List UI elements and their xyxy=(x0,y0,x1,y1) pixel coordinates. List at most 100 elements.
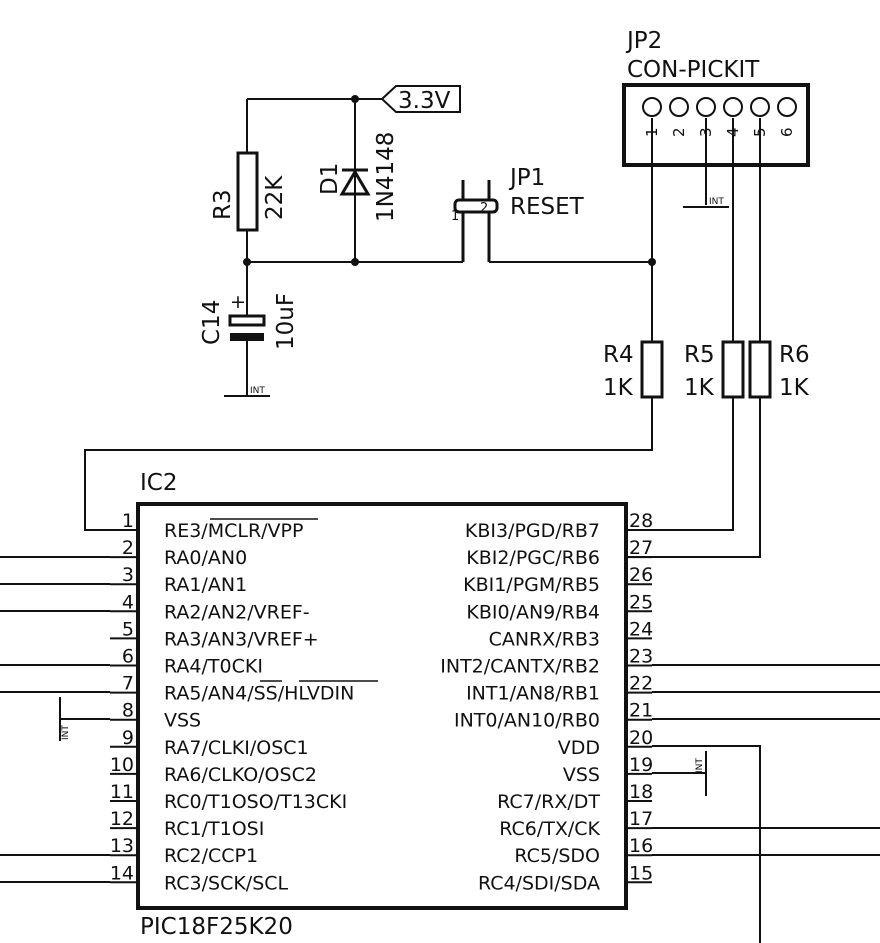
jp2-pin-1 xyxy=(642,97,662,117)
r6-ref: R6 xyxy=(779,342,810,368)
ic2-pin-name: RC6/TX/CK xyxy=(499,818,600,840)
ic2-pin-number: 2 xyxy=(122,537,134,559)
power-label: 3.3V xyxy=(398,88,451,114)
ic2-pin-name: RA0/AN0 xyxy=(164,547,247,569)
ic2-pin-name: RE3/MCLR/VPP xyxy=(164,520,303,542)
ic2-pin-number: 12 xyxy=(110,808,134,830)
ic2-pin-name: RA4/T0CKI xyxy=(164,656,263,678)
diode-d1: D1 1N4148 xyxy=(317,99,399,262)
junction-dot xyxy=(351,258,359,266)
ic2-pin-name: INT2/CANTX/RB2 xyxy=(440,656,600,678)
ic2-pin-name: RC1/T1OSI xyxy=(164,818,264,840)
ground-symbol: INT xyxy=(224,386,270,397)
ic2-pin-name: VSS xyxy=(164,710,201,732)
resistor-r4: R4 1K xyxy=(603,340,664,401)
wire-pgd xyxy=(626,397,734,531)
ic2-pin-name: RA5/AN4/SS/HLVDIN xyxy=(164,683,354,705)
ic2-pin-name: RC2/CCP1 xyxy=(164,845,258,867)
ic2-pin-number: 6 xyxy=(122,646,134,668)
ic2-pin-number: 15 xyxy=(629,862,653,884)
ic2-pin-name: INT0/AN10/RB0 xyxy=(454,710,600,732)
resistor-r5: R5 1K xyxy=(684,340,745,401)
right-nets: INT xyxy=(652,664,880,943)
ic2-pin-number: 8 xyxy=(122,700,134,722)
ic2-pin-number: 9 xyxy=(122,727,134,749)
ic2-pin-name: RA6/CLKO/OSC2 xyxy=(164,764,317,786)
left-nets: INT xyxy=(0,556,110,883)
r5-ref: R5 xyxy=(684,342,715,368)
ic2-pin-number: 18 xyxy=(629,781,653,803)
c14-value: 10uF xyxy=(273,293,299,350)
ic2-pin-number: 21 xyxy=(629,700,653,722)
svg-text:2: 2 xyxy=(480,201,488,216)
jp2-pin-5 xyxy=(750,97,770,117)
ic2-part: PIC18F25K20 xyxy=(140,914,293,940)
jp2-pin-3 xyxy=(696,97,716,117)
ic2-pin-name: KBI2/PGC/RB6 xyxy=(466,547,600,569)
ic2-pin-name: KBI0/AN9/RB4 xyxy=(466,601,600,623)
ic2-pin-name: RA3/AN3/VREF+ xyxy=(164,628,319,650)
r6-value: 1K xyxy=(779,375,810,401)
r5-value: 1K xyxy=(684,375,715,401)
ic2-pin-number: 22 xyxy=(629,673,653,695)
power-flag-3v3: 3.3V xyxy=(380,85,461,114)
ic2-pin-number: 4 xyxy=(122,591,134,613)
jp2-pin-6 xyxy=(777,97,797,117)
ic2-pin-number: 16 xyxy=(629,835,653,857)
ic2-pin-name: KBI3/PGD/RB7 xyxy=(465,520,600,542)
ic2-pin-number: 14 xyxy=(110,862,134,884)
ic2-pin-name: VDD xyxy=(558,737,600,759)
ic2-pin-number: 17 xyxy=(629,808,653,830)
r4-ref: R4 xyxy=(603,342,634,368)
r3-value: 22K xyxy=(262,175,288,220)
ic2-pin-name: RA1/AN1 xyxy=(164,574,247,596)
ic2-pin-number: 1 xyxy=(122,510,134,532)
resistor-r6: R6 1K xyxy=(748,340,810,401)
ic2-pin-name: RA7/CLKI/OSC1 xyxy=(164,737,309,759)
svg-text:INT: INT xyxy=(250,386,265,396)
wire-pgc xyxy=(626,397,761,558)
ic2-pin-name: VSS xyxy=(563,764,600,786)
ic2-pin-number: 7 xyxy=(122,673,134,695)
jp2-name: CON-PICKIT xyxy=(627,57,760,83)
ic2-pin-number: 25 xyxy=(629,591,653,613)
jp2-pin-4 xyxy=(723,97,743,117)
ic2-pin-name: RC0/T1OSO/T13CKI xyxy=(164,791,347,813)
ic2-ref: IC2 xyxy=(140,470,177,496)
ic2-pin-name: KBI1/PGM/RB5 xyxy=(463,574,600,596)
jp1-ref: JP1 xyxy=(508,165,545,191)
ic2-pin-number: 26 xyxy=(629,564,653,586)
ic2-pin-number: 5 xyxy=(122,618,134,640)
resistor-r3: R3 22K xyxy=(210,99,288,262)
ic2-pin-number: 24 xyxy=(629,618,653,640)
d1-value: 1N4148 xyxy=(373,132,399,222)
ic2-pin-number: 23 xyxy=(629,646,653,668)
ic2-pin-number: 13 xyxy=(110,835,134,857)
jp2-pin-number: 2 xyxy=(670,127,688,137)
ic2-pin-name: RC4/SDI/SDA xyxy=(478,872,600,894)
ic2-pin-name: INT1/AN8/RB1 xyxy=(466,683,600,705)
ic2-pin-name: RC7/RX/DT xyxy=(497,791,600,813)
r4-value: 1K xyxy=(603,375,634,401)
c14-ref: C14 xyxy=(199,300,225,345)
svg-text:1: 1 xyxy=(451,209,459,224)
ic2-pin-name: RC3/SCK/SCL xyxy=(164,872,289,894)
svg-text:INT: INT xyxy=(695,758,705,773)
d1-ref: D1 xyxy=(317,163,343,195)
jumper-jp1: 1 2 JP1 RESET xyxy=(451,165,585,262)
ic2-pin-number: 3 xyxy=(122,564,134,586)
ic2-pin-number: 19 xyxy=(629,754,653,776)
capacitor-c14: + C14 10uF xyxy=(199,262,299,396)
jp2-pin-number: 6 xyxy=(778,127,796,137)
ic2-pin-number: 10 xyxy=(110,754,134,776)
jp1-name: RESET xyxy=(510,194,585,220)
svg-text:INT: INT xyxy=(61,725,71,740)
c14-polarity: + xyxy=(230,291,246,313)
ic2-pin-name: CANRX/RB3 xyxy=(489,628,600,650)
jp2-pin-2 xyxy=(669,97,689,117)
ic2-pin-number: 27 xyxy=(629,537,653,559)
wire-mclr xyxy=(84,397,653,531)
